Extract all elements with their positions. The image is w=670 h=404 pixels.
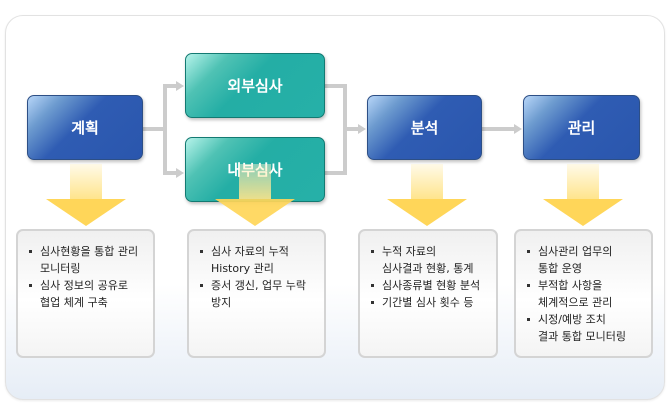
card-audit: 심사 자료의 누적 History 관리 증서 갱신, 업무 누락 방지: [187, 229, 326, 358]
connector-to-external: [163, 84, 177, 88]
stage-external-audit-label: 외부심사: [227, 77, 283, 95]
connector-to-analysis: [343, 127, 359, 131]
stage-plan-label: 계획: [71, 119, 99, 137]
stage-analysis: 분석: [367, 95, 482, 160]
connector-from-external: [325, 84, 345, 88]
card-manage-item: 부적합 사항을 체계적으로 관리: [526, 277, 643, 311]
arrowhead-to-analysis: [358, 124, 366, 134]
stage-manage-label: 관리: [567, 119, 596, 137]
down-arrow-plan: [46, 164, 126, 226]
card-analysis-item: 기간별 심사 횟수 등: [370, 294, 488, 311]
connector-from-internal: [325, 171, 345, 175]
down-arrow-audit: [215, 164, 295, 226]
card-analysis-item: 심사종류별 현황 분석: [370, 277, 488, 294]
connector-plan-out: [143, 127, 165, 131]
stage-external-audit: 외부심사: [185, 53, 325, 118]
card-manage-item: 심사관리 업무의 통합 운영: [526, 243, 643, 277]
stage-analysis-label: 분석: [410, 119, 439, 137]
stage-manage: 관리: [523, 95, 640, 160]
card-audit-item: 심사 자료의 누적 History 관리: [199, 243, 316, 277]
card-plan-item: 심사 정보의 공유로 협업 체계 구축: [28, 277, 145, 311]
connector-branch-vertical: [163, 84, 167, 175]
connector-to-internal: [163, 171, 177, 175]
arrowhead-to-external: [176, 81, 184, 91]
down-arrow-analysis: [387, 164, 467, 226]
connector-analysis-to-manage: [482, 127, 515, 131]
card-manage-item: 시정/예방 조치 결과 통합 모니터링: [526, 311, 643, 345]
stage-plan: 계획: [27, 95, 143, 160]
card-plan: 심사현황을 통합 관리 모니터링 심사 정보의 공유로 협업 체계 구축: [16, 229, 155, 358]
card-analysis-item: 누적 자료의 심사결과 현황, 통계: [370, 243, 488, 277]
card-manage: 심사관리 업무의 통합 운영 부적합 사항을 체계적으로 관리 시정/예방 조치…: [514, 229, 653, 358]
arrowhead-to-internal: [176, 168, 184, 178]
card-audit-item: 증서 갱신, 업무 누락 방지: [199, 277, 316, 311]
down-arrow-manage: [543, 164, 623, 226]
card-analysis: 누적 자료의 심사결과 현황, 통계 심사종류별 현황 분석 기간별 심사 횟수…: [358, 229, 498, 358]
card-plan-item: 심사현황을 통합 관리 모니터링: [28, 243, 145, 277]
arrowhead-to-manage: [514, 124, 522, 134]
